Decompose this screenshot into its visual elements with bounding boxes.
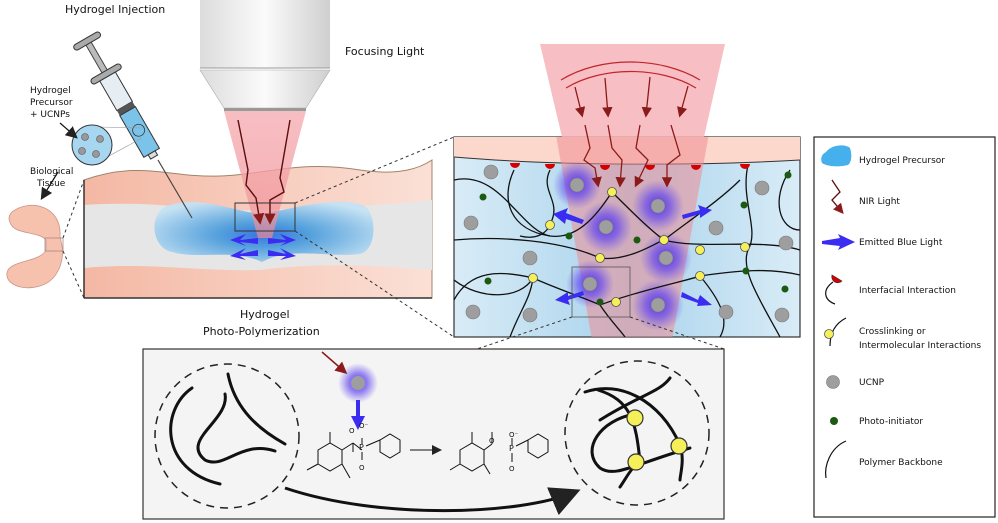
crosslinked-network-circle [564, 360, 710, 506]
zoom-line [62, 179, 85, 239]
chem-o-minus: O⁻ [359, 422, 369, 430]
label-precursor-3: + UCNPs [30, 110, 70, 120]
interfacial-dots [510, 163, 750, 170]
photoinitiator-molecule [306, 432, 401, 479]
label-tissue-2: Tissue [36, 179, 66, 189]
tissue-scene [6, 159, 433, 299]
pointer-arrow [59, 122, 78, 139]
legend-label-polymer-backbone: Polymer Backbone [859, 458, 943, 468]
legend-label-ucnp: UCNP [859, 378, 885, 388]
hydrogel-precursor-icon [821, 145, 852, 167]
emitted-blue-light-icon [822, 234, 855, 250]
label-precursor-2: Precursor [30, 98, 73, 108]
chem-o-minus-2: O⁻ [509, 431, 519, 439]
zoom-box-small [44, 237, 64, 252]
legend-label-emitted-blue-light: Emitted Blue Light [859, 238, 943, 248]
nir-light-icon [831, 179, 844, 214]
interfacial-interaction-icon-cap [831, 274, 843, 284]
chem-p-2: P [509, 444, 514, 453]
syringe-icon [73, 31, 193, 219]
label-hydrogel-injection: Hydrogel Injection [65, 3, 165, 16]
zoom-panel [453, 136, 801, 338]
reaction-panel: O O⁻ P O O O⁻ P O [142, 348, 725, 520]
polymer-backbone-icon [825, 440, 847, 479]
nir-beam [540, 44, 725, 137]
label-tissue-1: Biological [30, 167, 73, 177]
chem-o1: O [349, 427, 355, 435]
crosslink-dots [528, 187, 750, 307]
ucnp-dots [463, 164, 794, 323]
legend [813, 136, 996, 518]
legend-label-crosslinking-2: Intermolecular Interactions [859, 341, 981, 351]
chem-o2: O [359, 464, 365, 472]
emitted-blue-arrows [230, 234, 296, 260]
legend-label-crosslinking-1: Crosslinking or [859, 327, 926, 337]
crosslinking-icon [829, 317, 847, 347]
label-polymerization-1: Hydrogel [240, 308, 290, 321]
zoom-line [62, 250, 85, 299]
legend-label-nir-light: NIR Light [859, 197, 900, 207]
legend-label-hydrogel-precursor: Hydrogel Precursor [859, 156, 945, 166]
objective-lens-icon [199, 0, 331, 111]
chem-p: P [359, 443, 364, 452]
label-focusing-light: Focusing Light [345, 45, 425, 58]
photo-initiator-icon [830, 417, 838, 425]
interfacial-interaction-icon [825, 281, 836, 305]
biological-tissue-icon [6, 204, 63, 289]
blue-arrows-zoom [553, 205, 712, 306]
unlinked-polymer-circle [154, 363, 300, 509]
chem-o3: O [489, 437, 495, 445]
zoom-box-focus [234, 202, 296, 232]
chem-o4: O [509, 465, 515, 473]
legend-label-interfacial: Interfacial Interaction [859, 286, 956, 296]
radical-products [449, 432, 549, 475]
label-polymerization-2: Photo-Polymerization [203, 325, 320, 338]
legend-label-photo-initiator: Photo-initiator [859, 417, 923, 427]
initiator-dots [479, 171, 792, 306]
pointer-arrow [40, 171, 59, 201]
label-precursor-1: Hydrogel [30, 86, 71, 96]
ucnp-icon [826, 375, 840, 389]
precursor-inset [71, 124, 113, 166]
